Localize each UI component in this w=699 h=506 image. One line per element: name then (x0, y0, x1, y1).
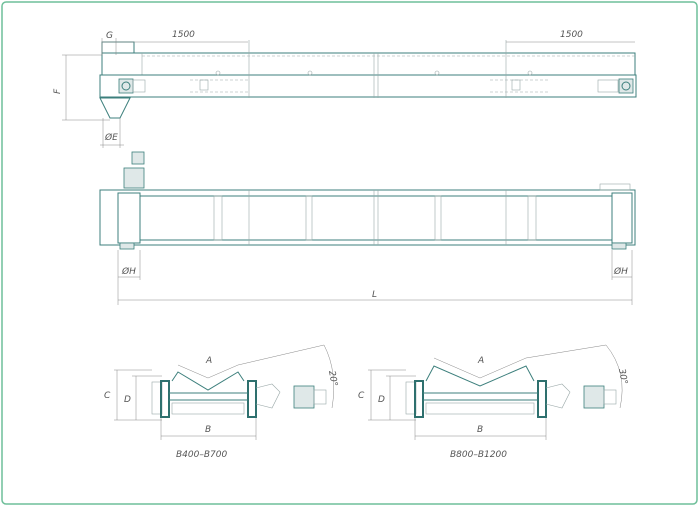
dim-c-label: C (358, 391, 365, 401)
dim-d-label: D (124, 395, 131, 405)
section-caption: B400–B700 (176, 450, 227, 460)
dim-h-left: ØH (121, 266, 136, 277)
discharge-chute (99, 97, 131, 119)
side-view: G 1500 1500 F ØE (53, 30, 637, 148)
dim-h-right: ØH (613, 266, 628, 277)
section-caption: B800–B1200 (450, 450, 507, 460)
dim-b-label: B (477, 425, 483, 435)
section-b800-b1200: A C D B 30° B800–B1200 (358, 344, 629, 460)
top-view: ØH ØH L (99, 151, 636, 305)
dim-1500-left: 1500 (172, 30, 195, 40)
dim-a-label: A (477, 356, 484, 366)
dim-d-label: D (378, 395, 385, 405)
section-b400-b700: A C D B 20° B400–B700 (104, 344, 339, 460)
dim-l-label: L (372, 290, 377, 300)
dim-g-label: G (106, 31, 113, 41)
dim-f-label: F (53, 88, 63, 94)
dim-b-label: B (205, 425, 211, 435)
drive-motor-icon (118, 78, 134, 94)
tail-pulley-icon (618, 78, 634, 94)
angle-label: 30° (616, 368, 629, 385)
motor-icon (293, 385, 315, 409)
motor-icon (583, 385, 605, 409)
angle-label: 20° (326, 370, 339, 387)
gearmotor-icon (131, 151, 145, 165)
dim-e-label: ØE (104, 132, 118, 143)
dim-c-label: C (104, 391, 111, 401)
dim-1500-right: 1500 (560, 30, 583, 40)
dim-a-label: A (205, 356, 212, 366)
